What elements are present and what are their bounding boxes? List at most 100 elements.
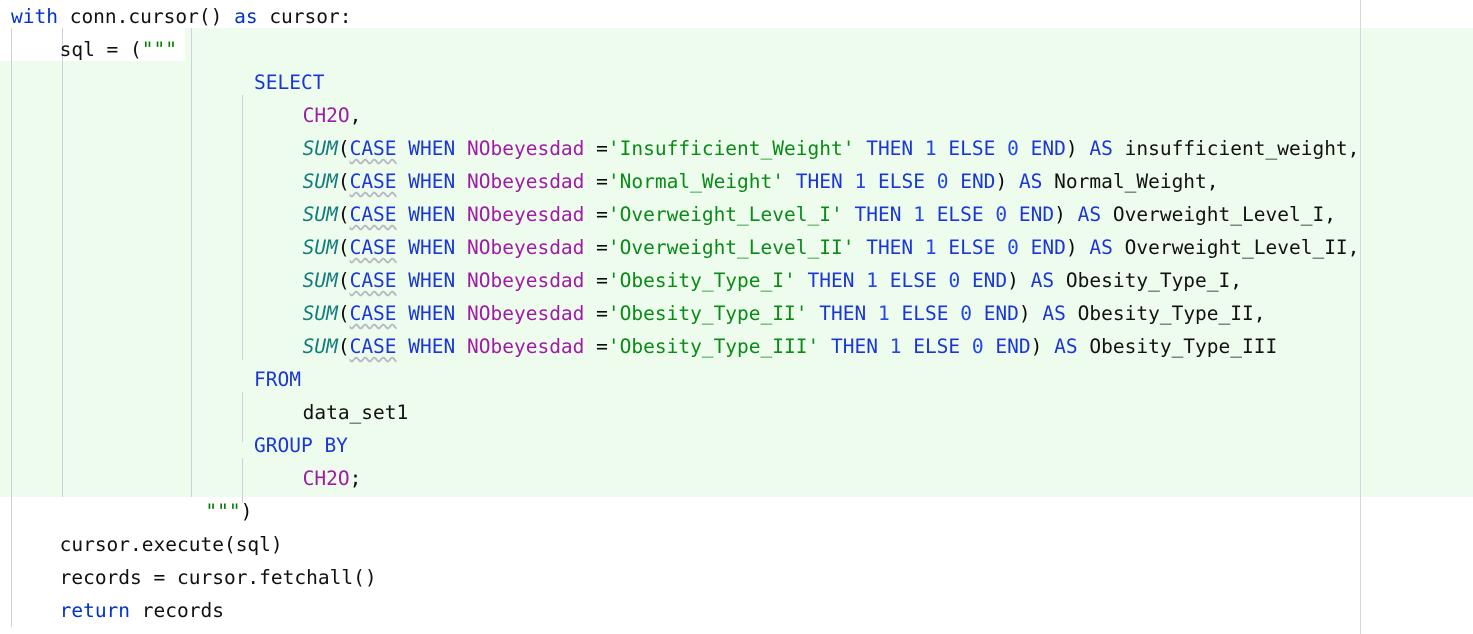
token: AS bbox=[1054, 335, 1078, 358]
token bbox=[1019, 269, 1031, 292]
token: 0 bbox=[960, 302, 972, 325]
token bbox=[843, 170, 855, 193]
token bbox=[1019, 236, 1031, 259]
token: 1 bbox=[854, 170, 867, 193]
token: WHEN bbox=[408, 236, 456, 259]
code-line-1[interactable]: with conn.cursor() as cursor: bbox=[0, 0, 352, 33]
token: ( bbox=[337, 236, 350, 259]
code-line-10[interactable]: SUM(CASE WHEN NObeyesdad ='Obesity_Type_… bbox=[0, 297, 1266, 330]
token bbox=[455, 170, 467, 193]
code-line-16[interactable]: """) bbox=[0, 495, 252, 528]
token: FROM bbox=[254, 368, 301, 391]
code-line-5[interactable]: SUM(CASE WHEN NObeyesdad ='Insufficient_… bbox=[0, 132, 1360, 165]
token bbox=[1078, 335, 1090, 358]
token: SUM bbox=[302, 302, 338, 325]
token: CH2O bbox=[302, 467, 350, 490]
token bbox=[913, 236, 925, 259]
code-line-14[interactable]: GROUP BY bbox=[0, 429, 348, 462]
token bbox=[901, 203, 913, 226]
token bbox=[937, 236, 949, 259]
token: GROUP BY bbox=[254, 434, 348, 457]
token: THEN bbox=[830, 335, 878, 358]
token: ELSE bbox=[913, 335, 961, 358]
token: ) bbox=[1065, 137, 1078, 160]
token bbox=[1042, 170, 1054, 193]
token: Obesity_Type_II bbox=[1077, 302, 1254, 325]
token: AS bbox=[1042, 302, 1066, 325]
code-line-13[interactable]: data_set1 bbox=[0, 396, 409, 429]
token: AS bbox=[1077, 203, 1102, 226]
code-line-7[interactable]: SUM(CASE WHEN NObeyesdad ='Overweight_Le… bbox=[0, 198, 1336, 231]
token bbox=[995, 236, 1007, 259]
token: CASE bbox=[349, 170, 397, 193]
token: sql = ( bbox=[59, 38, 142, 61]
code-line-6[interactable]: SUM(CASE WHEN NObeyesdad ='Normal_Weight… bbox=[0, 165, 1219, 198]
token: END bbox=[1030, 236, 1066, 259]
token: WHEN bbox=[408, 170, 456, 193]
code-line-18[interactable]: records = cursor.fetchall() bbox=[0, 561, 377, 594]
token bbox=[1007, 170, 1019, 193]
token: Overweight_Level_II bbox=[1124, 236, 1348, 259]
token: THEN bbox=[866, 236, 914, 259]
token: ) bbox=[1007, 269, 1019, 292]
code-line-17[interactable]: cursor.execute(sql) bbox=[0, 528, 283, 561]
token: ELSE bbox=[948, 236, 996, 259]
token: Obesity_Type_I bbox=[1065, 269, 1231, 292]
code-line-12[interactable]: FROM bbox=[0, 363, 301, 396]
token: CASE bbox=[349, 236, 397, 259]
token bbox=[995, 137, 1007, 160]
token: AS bbox=[1030, 269, 1055, 292]
token: ( bbox=[337, 302, 350, 325]
token: NObeyesdad bbox=[467, 302, 585, 325]
token bbox=[1078, 137, 1090, 160]
token: cursor: bbox=[269, 5, 352, 28]
token bbox=[1078, 236, 1090, 259]
token: , bbox=[1347, 137, 1360, 160]
token: ( bbox=[337, 170, 350, 193]
token: ) bbox=[240, 500, 253, 523]
token: THEN bbox=[795, 170, 843, 193]
code-line-19[interactable]: return records bbox=[0, 594, 224, 627]
token: END bbox=[1018, 203, 1055, 226]
code-line-11[interactable]: SUM(CASE WHEN NObeyesdad ='Obesity_Type_… bbox=[0, 330, 1278, 363]
token bbox=[1113, 236, 1125, 259]
token bbox=[1019, 137, 1031, 160]
token bbox=[455, 269, 467, 292]
token: THEN bbox=[819, 302, 867, 325]
token: 1 bbox=[924, 137, 937, 160]
token: = bbox=[584, 137, 608, 160]
code-line-8[interactable]: SUM(CASE WHEN NObeyesdad ='Overweight_Le… bbox=[0, 231, 1360, 264]
token: WHEN bbox=[408, 269, 456, 292]
token: , bbox=[1253, 302, 1266, 325]
token: ) bbox=[1030, 335, 1043, 358]
token: = bbox=[584, 269, 608, 292]
code-line-9[interactable]: SUM(CASE WHEN NObeyesdad ='Obesity_Type_… bbox=[0, 264, 1242, 297]
token: END bbox=[995, 335, 1031, 358]
token: 0 bbox=[971, 335, 984, 358]
code-line-15[interactable]: CH2O; bbox=[0, 462, 362, 495]
token: ( bbox=[337, 203, 350, 226]
token: ) bbox=[1065, 236, 1078, 259]
token: ( bbox=[337, 269, 350, 292]
token: ; bbox=[349, 467, 362, 490]
code-line-2[interactable]: sql = (""" bbox=[0, 33, 177, 66]
token bbox=[948, 170, 960, 193]
token: WHEN bbox=[408, 335, 456, 358]
token bbox=[397, 236, 409, 259]
token: as bbox=[234, 5, 270, 28]
token: AS bbox=[1089, 137, 1113, 160]
token bbox=[1031, 302, 1043, 325]
token: records = cursor.fetchall() bbox=[59, 566, 377, 589]
code-line-4[interactable]: CH2O, bbox=[0, 99, 362, 132]
token: CASE bbox=[349, 302, 397, 325]
token bbox=[397, 269, 409, 292]
code-line-3[interactable]: SELECT bbox=[0, 66, 324, 99]
token: records bbox=[141, 599, 224, 622]
token bbox=[1101, 203, 1113, 226]
token: NObeyesdad bbox=[467, 236, 585, 259]
token: cursor.execute(sql) bbox=[59, 533, 283, 556]
token: ELSE bbox=[936, 203, 984, 226]
token bbox=[397, 170, 409, 193]
